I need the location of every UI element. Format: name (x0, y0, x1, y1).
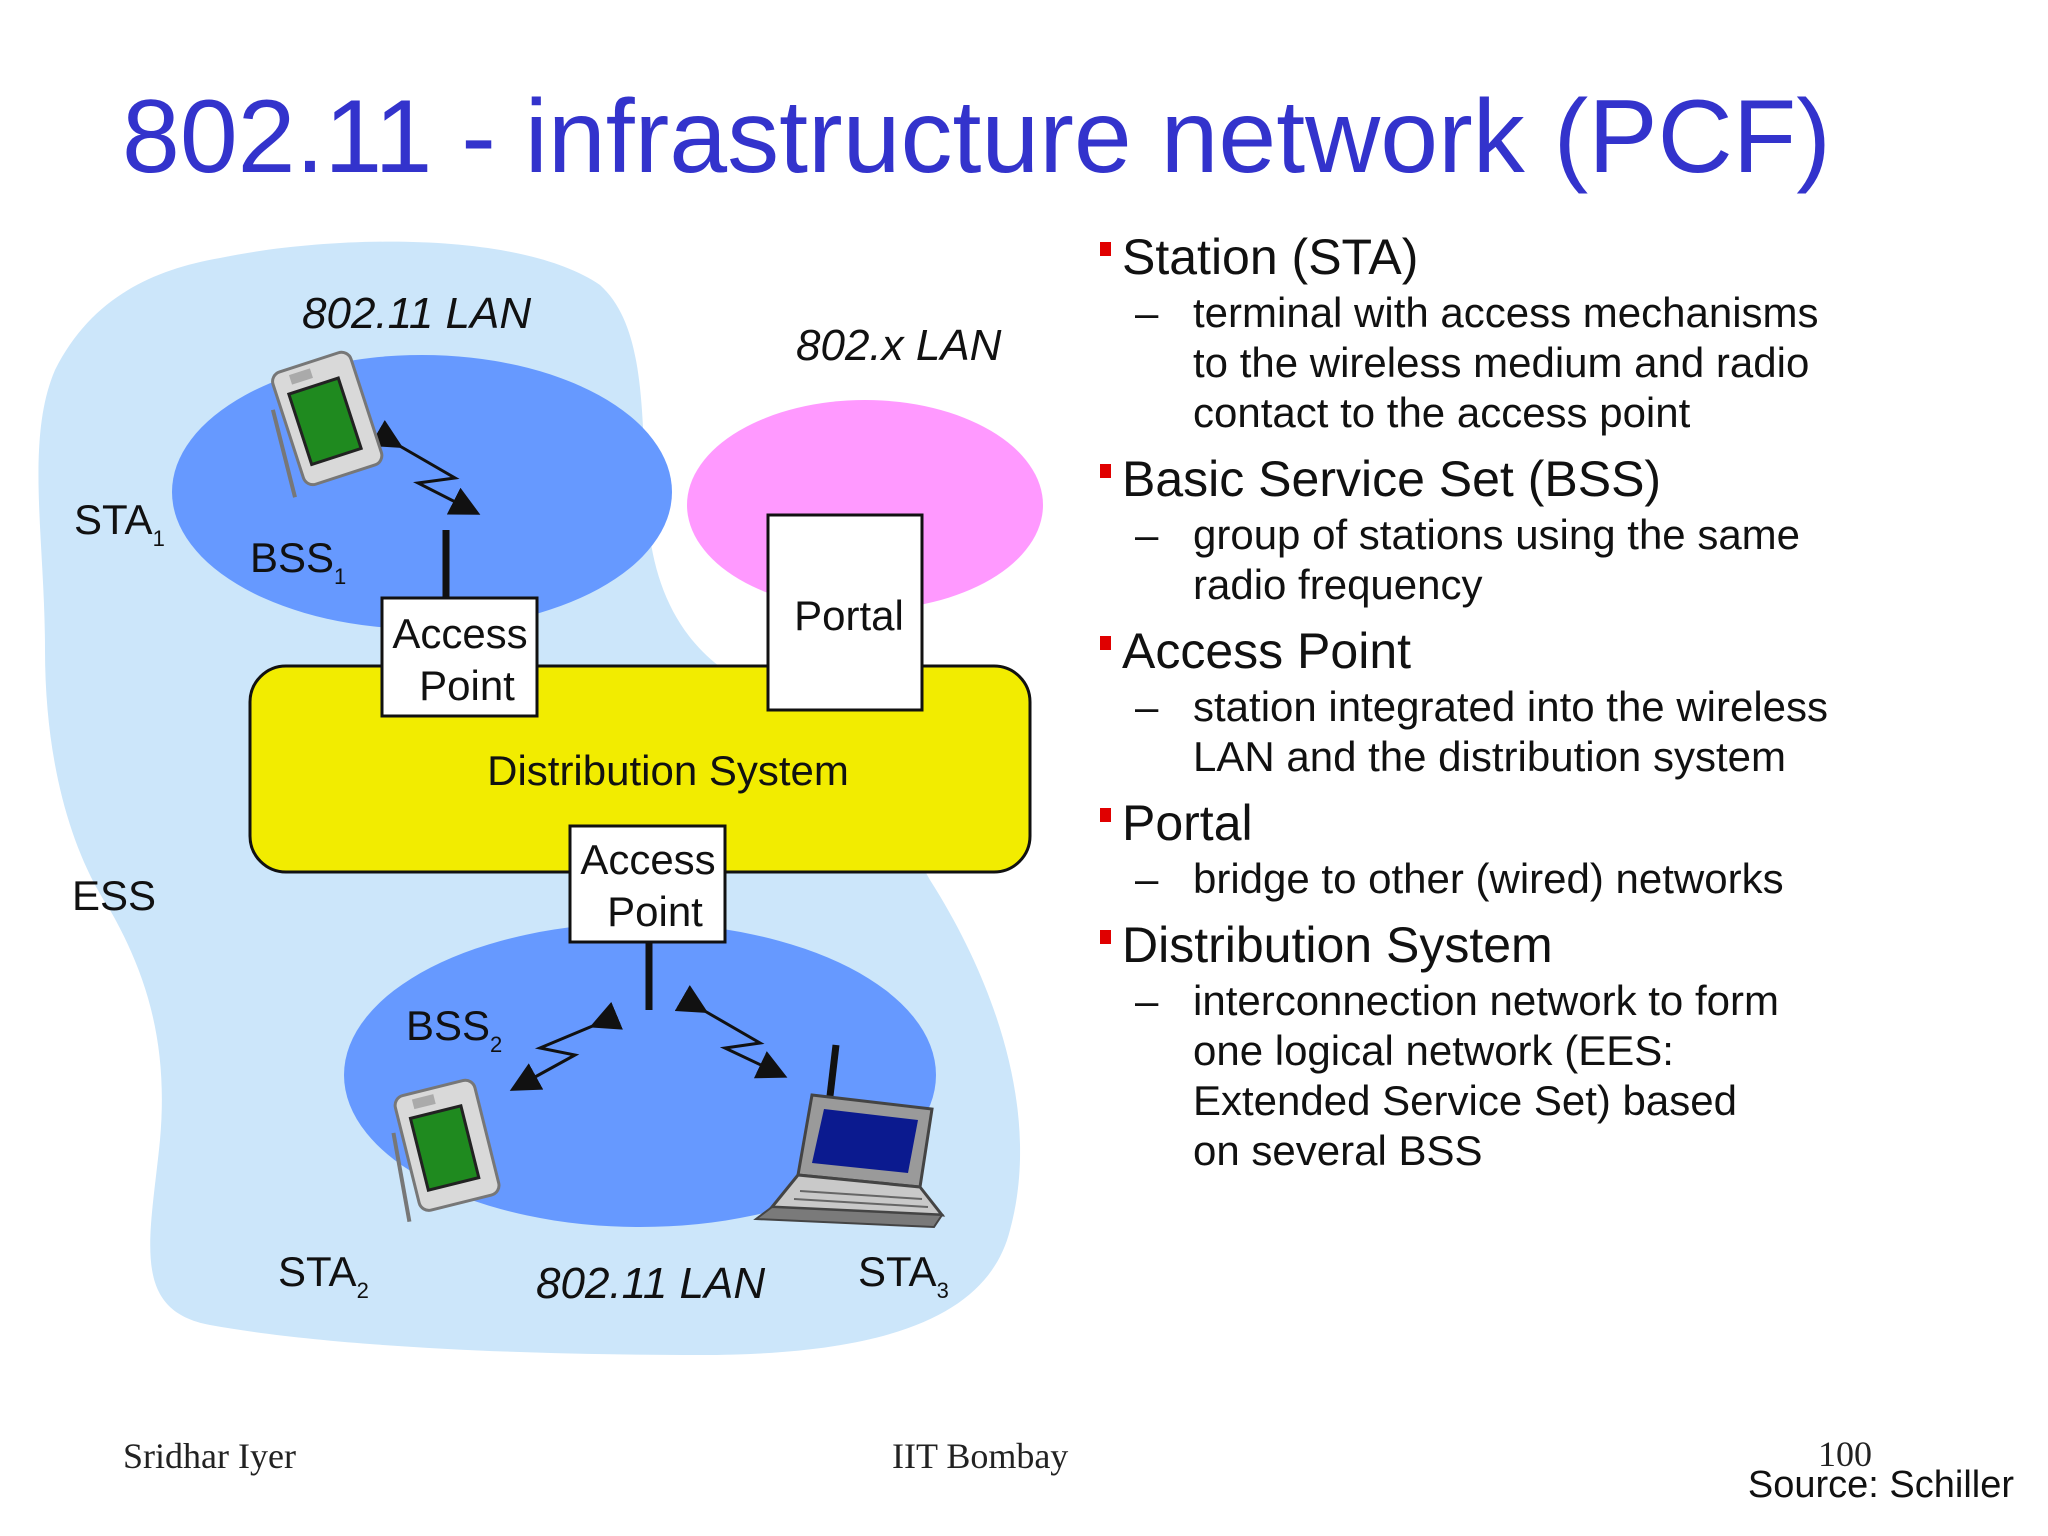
bullet-description: – group of stations using the same radio… (1135, 511, 1801, 608)
pda-icon (270, 350, 384, 498)
network-diagram: Distribution System Access Point Portal … (38, 241, 1043, 1356)
bullet-station: Station (STA) – terminal with access mec… (1092, 228, 2032, 438)
wireless-link-icon (369, 419, 481, 515)
lan-bottom-label: 802.11 LAN (536, 1259, 765, 1308)
wired-lan-label: 802.x LAN (796, 321, 1002, 370)
ess-label: ESS (72, 872, 156, 919)
bullet-access-point: Access Point – station integrated into t… (1092, 622, 2032, 782)
sta2-label: STA2 (278, 1248, 369, 1303)
laptop-icon (753, 1093, 946, 1229)
lan-top-label: 802.11 LAN (302, 289, 531, 338)
bullet-heading: Distribution System (1092, 916, 2032, 974)
bullet-description: – interconnection network to form one lo… (1135, 977, 1779, 1174)
distribution-system-label: Distribution System (487, 747, 849, 794)
bullet-distribution-system: Distribution System – interconnection ne… (1092, 916, 2032, 1176)
footer-page-number: 100 (1818, 1434, 1872, 1474)
footer-author: Sridhar Iyer (123, 1436, 296, 1476)
sta1-label: STA1 (74, 496, 165, 551)
bullet-portal: Portal – bridge to other (wired) network… (1092, 794, 2032, 904)
bullet-heading: Station (STA) (1092, 228, 2032, 286)
access-point-1-line1: Access (392, 610, 527, 657)
footer-source: Source: Schiller (1747, 1464, 2014, 1506)
bullet-bss: Basic Service Set (BSS) – group of stati… (1092, 450, 2032, 610)
bullet-heading: Basic Service Set (BSS) (1092, 450, 2032, 508)
pda-icon (391, 1078, 501, 1223)
bss1-ellipse (172, 355, 672, 629)
slide-title: 802.11 - infrastructure network (PCF) (122, 79, 1831, 195)
access-point-2-line2: Point (607, 888, 703, 935)
bullet-heading: Access Point (1092, 622, 2032, 680)
access-point-1-box (380, 596, 539, 718)
bullet-description: – bridge to other (wired) networks (1135, 855, 1784, 902)
sta3-label: STA3 (858, 1248, 949, 1303)
footer-institution: IIT Bombay (892, 1436, 1069, 1476)
access-point-1-line2: Point (419, 662, 515, 709)
bss2-label: BSS2 (406, 1002, 502, 1057)
bullet-heading: Portal (1092, 794, 2032, 852)
wireless-link-icon (509, 1001, 623, 1091)
bss1-label: BSS1 (250, 534, 346, 589)
bullet-description: – station integrated into the wireless L… (1135, 683, 1829, 780)
definitions-list: Station (STA) – terminal with access mec… (1092, 228, 2032, 1188)
portal-label: Portal (794, 592, 904, 639)
access-point-2-box (568, 824, 727, 944)
bullet-description: – terminal with access mechanisms to the… (1135, 289, 1819, 436)
portal-box (766, 513, 924, 712)
access-point-2-line1: Access (580, 836, 715, 883)
wireless-link-icon (674, 984, 788, 1079)
